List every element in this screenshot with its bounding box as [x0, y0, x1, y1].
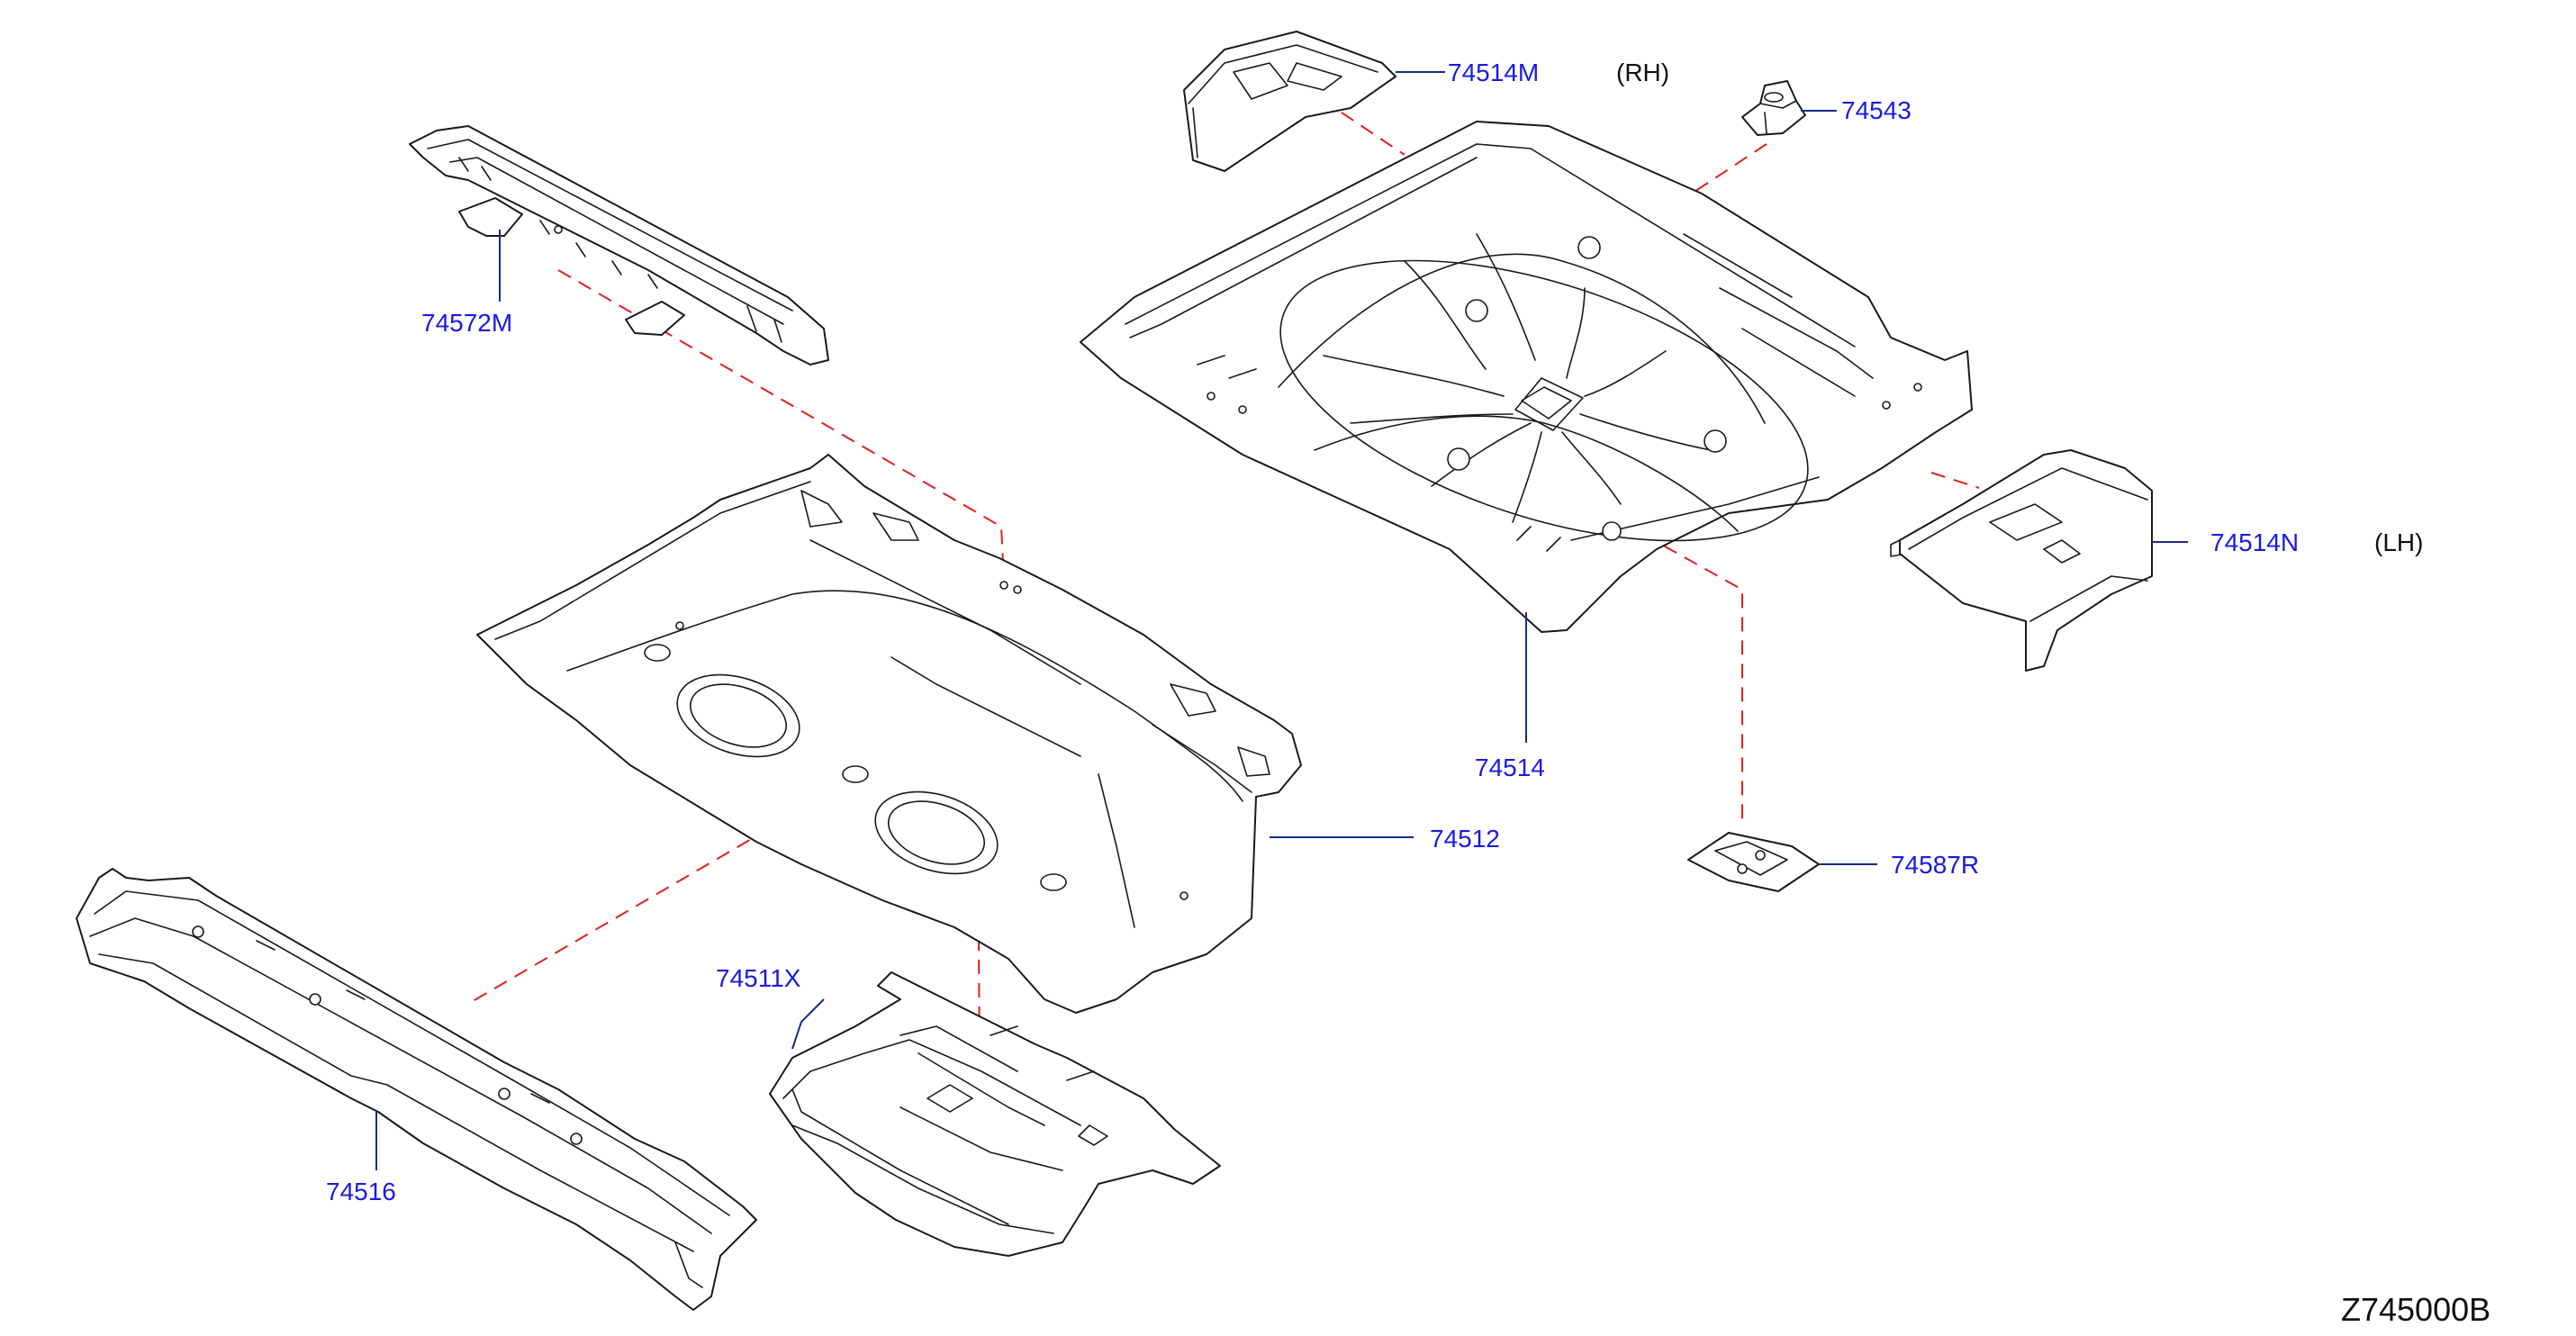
rear-floor-front-part — [476, 454, 1302, 1014]
side-member-part — [76, 868, 757, 1311]
side-panel-lh-part — [1890, 449, 2153, 672]
leader-lines — [375, 71, 2188, 1170]
label-74587r: 74587R — [1891, 851, 1979, 879]
label-74511x: 74511X — [716, 964, 801, 992]
diagram-code: Z745000B — [2341, 1291, 2490, 1328]
label-74543: 74543 — [1841, 96, 1912, 124]
reinforcement-part — [1687, 832, 1820, 892]
rear-floor-rear-part — [1080, 121, 1973, 633]
label-74512: 74512 — [1430, 825, 1500, 853]
label-74572m: 74572M — [421, 309, 512, 337]
note-rh: (RH) — [1616, 59, 1669, 86]
note-lh: (LH) — [2374, 528, 2423, 556]
side-panel-rh-part — [1183, 31, 1396, 172]
label-74516: 74516 — [326, 1178, 396, 1205]
part-labels: 74514M (RH) 74543 74572M 74514N (LH) 745… — [326, 59, 2490, 1328]
label-74514: 74514 — [1475, 754, 1545, 781]
cross-member-part — [409, 125, 829, 366]
under-panel-part — [769, 971, 1221, 1257]
bracket-part — [1741, 80, 1806, 136]
label-74514n: 74514N — [2210, 528, 2299, 556]
label-74514m: 74514M — [1448, 59, 1539, 86]
